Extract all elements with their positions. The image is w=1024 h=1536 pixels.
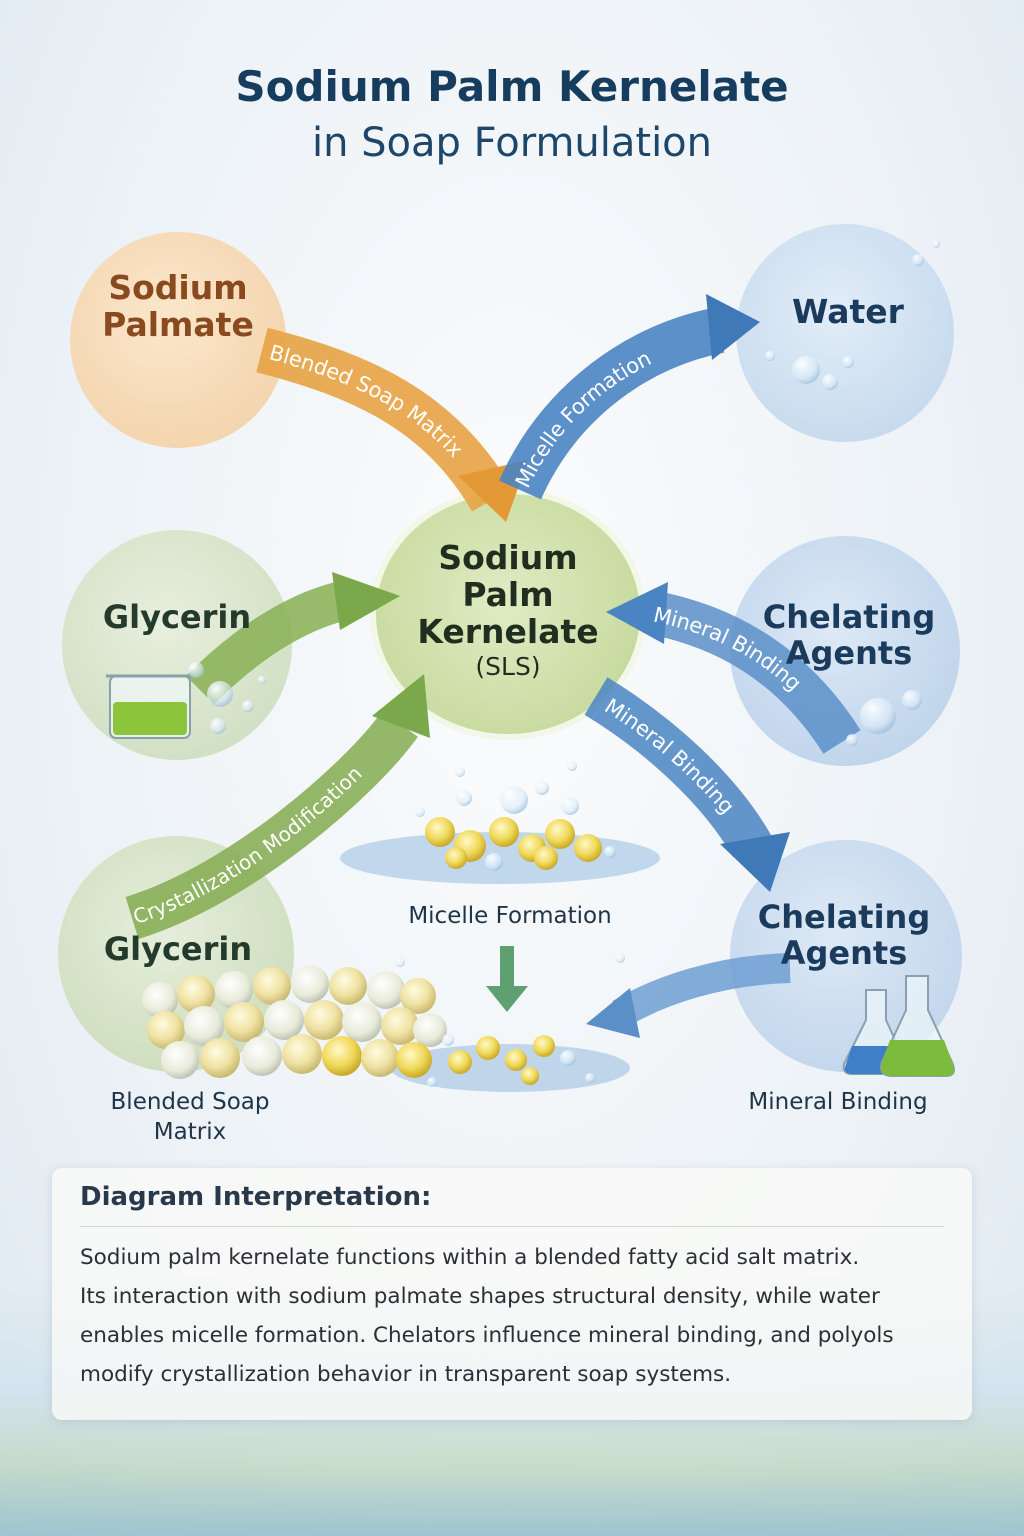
page-subtitle: in Soap Formulation — [311, 120, 713, 166]
crystallization-arrow-head — [372, 674, 430, 738]
blended-caption-line2: Matrix — [153, 1118, 227, 1145]
micelle-arrow-head — [706, 294, 760, 360]
mineral-mid-arrow-head — [720, 832, 790, 892]
center-line2: Palm — [462, 574, 554, 614]
panel-line-1: Sodium palm kernelate functions within a… — [80, 1245, 860, 1270]
down-arrow-head — [486, 986, 528, 1012]
chelating-bottom-line2: Agents — [780, 933, 908, 972]
soap-matrix-beads — [142, 965, 447, 1079]
panel-line-2: Its interaction with sodium palmate shap… — [80, 1284, 880, 1309]
panel-heading: Diagram Interpretation: — [80, 1182, 432, 1212]
crystallization-arrow — [125, 710, 418, 940]
return-arrow-head — [586, 988, 640, 1038]
panel-divider — [80, 1226, 944, 1227]
chelating-bottom-label: Chelating Agents — [726, 898, 962, 972]
sodium-palmate-label: Sodium Palmate — [70, 268, 286, 344]
panel-line-4: modify crystallization behavior in trans… — [80, 1362, 732, 1387]
micelle-cluster-bottom — [448, 1035, 555, 1085]
micelle-cluster-top — [425, 817, 602, 870]
chelating-bottom-line1: Chelating — [757, 898, 931, 936]
down-arrow-shaft — [500, 946, 514, 988]
page-title: Sodium Palm Kernelate — [235, 62, 789, 111]
return-arrow — [612, 953, 791, 1027]
chelating-top-line1: Chelating — [762, 598, 936, 636]
blended-caption: Blended Soap Matrix — [80, 1088, 300, 1148]
mineral-top-arrow-head — [606, 582, 668, 644]
water-label: Water — [792, 292, 904, 331]
sodium-palmate-line1: Sodium — [108, 268, 248, 307]
panel-body: Sodium palm kernelate functions within a… — [80, 1238, 948, 1394]
mineral-mid-arrow — [584, 677, 772, 858]
interpretation-panel: Diagram Interpretation: Sodium palm kern… — [52, 1168, 972, 1420]
micelle-caption: Micelle Formation — [408, 903, 612, 929]
mineral-caption: Mineral Binding — [748, 1089, 928, 1115]
blended-arrow — [256, 327, 512, 512]
panel-line-3: enables micelle formation. Chelators inf… — [80, 1323, 894, 1348]
center-line3: Kernelate — [417, 611, 599, 651]
center-line4: (SLS) — [475, 651, 541, 681]
glycerin-bottom-label: Glycerin — [103, 930, 253, 968]
glycerin-arrow — [185, 580, 351, 705]
bubbles — [188, 240, 940, 1087]
center-line1: Sodium — [438, 538, 578, 577]
flask-icon — [842, 975, 955, 1077]
sodium-palmate-line2: Palmate — [102, 304, 254, 344]
sodium-palmate-node — [70, 232, 286, 448]
chelating-top-line2: Agents — [785, 633, 913, 672]
mineral-mid-arrow-label: Mineral Binding — [600, 694, 739, 819]
chelating-top-label: Chelating Agents — [734, 598, 964, 672]
glycerin-arrow-head — [332, 572, 400, 630]
glycerin-top-label: Glycerin — [102, 598, 252, 636]
beaker-icon — [106, 674, 194, 739]
blended-caption-line1: Blended Soap — [110, 1089, 270, 1115]
mineral-top-arrow — [645, 590, 861, 755]
center-label: Sodium Palm Kernelate (SLS) — [376, 538, 640, 681]
micelle-arrow — [498, 307, 725, 500]
